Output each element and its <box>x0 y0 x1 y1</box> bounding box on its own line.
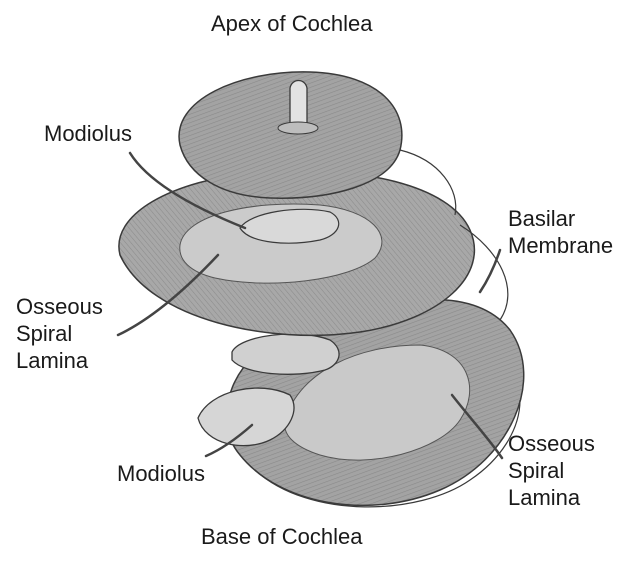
label-modiolus-lower: Modiolus <box>117 460 205 487</box>
leader-basilar <box>480 250 500 292</box>
title-base: Base of Cochlea <box>201 523 362 550</box>
label-osseous-spiral-lamina-right: Osseous Spiral Lamina <box>508 430 595 511</box>
title-apex: Apex of Cochlea <box>211 10 372 37</box>
label-modiolus-upper: Modiolus <box>44 120 132 147</box>
label-basilar-membrane: Basilar Membrane <box>508 205 613 259</box>
label-osseous-spiral-lamina-left: Osseous Spiral Lamina <box>16 293 103 374</box>
